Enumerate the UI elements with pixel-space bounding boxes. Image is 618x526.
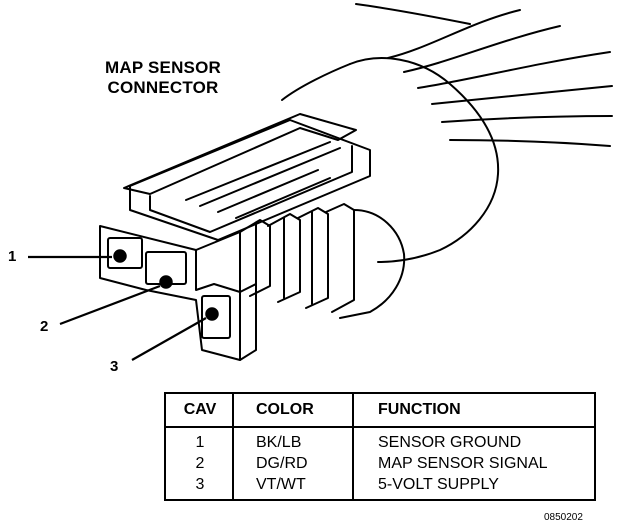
table-row: 1 BK/LB SENSOR GROUND	[164, 427, 596, 453]
column-header-color: COLOR	[232, 392, 354, 428]
figure-id: 0850202	[544, 512, 583, 523]
connector-body	[129, 119, 371, 241]
cavity-1-opening	[107, 237, 143, 269]
cell-function: SENSOR GROUND	[352, 427, 596, 453]
cell-color: DG/RD	[232, 453, 354, 474]
column-header-cav: CAV	[164, 392, 234, 428]
wire-bundle	[355, 3, 613, 147]
table-row: 3 VT/WT 5-VOLT SUPPLY	[164, 474, 596, 501]
title-line-2: CONNECTOR	[107, 78, 219, 97]
column-header-function: FUNCTION	[352, 392, 596, 428]
callout-1: 1	[8, 248, 17, 265]
cavity-3-opening	[201, 295, 231, 339]
terminal-2	[159, 275, 173, 289]
pin-function-table: CAV COLOR FUNCTION 1 BK/LB SENSOR GROUND…	[164, 392, 596, 501]
connector-front-face	[99, 225, 241, 361]
leader-line-3	[131, 317, 207, 361]
cell-cav: 2	[164, 453, 234, 474]
table-header-row: CAV COLOR FUNCTION	[164, 392, 596, 428]
cell-function: 5-VOLT SUPPLY	[352, 474, 596, 501]
leader-line-2	[59, 284, 161, 326]
cell-cav: 1	[164, 427, 234, 453]
cell-function: MAP SENSOR SIGNAL	[352, 453, 596, 474]
cell-color: VT/WT	[232, 474, 354, 501]
title-line-1: MAP SENSOR	[105, 58, 221, 77]
callout-3: 3	[110, 358, 119, 375]
cell-color: BK/LB	[232, 427, 354, 453]
terminal-3	[205, 307, 219, 321]
callout-2: 2	[40, 318, 49, 335]
cell-cav: 3	[164, 474, 234, 501]
table-row: 2 DG/RD MAP SENSOR SIGNAL	[164, 453, 596, 474]
diagram-title: MAP SENSOR CONNECTOR	[88, 58, 238, 98]
locking-tab	[123, 113, 357, 195]
terminal-1	[113, 249, 127, 263]
connector-boot	[349, 57, 500, 263]
